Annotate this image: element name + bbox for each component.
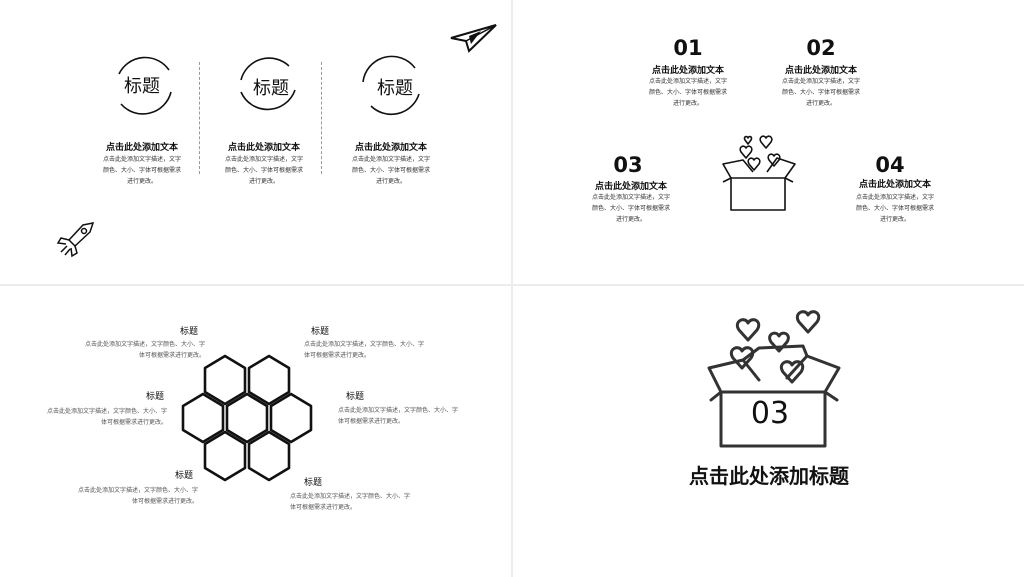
item-description: 点击此处添加文字描述，文字颜色、大小、字体可根据需求进行更改。 xyxy=(855,194,934,223)
slide-three-columns[interactable]: 标题 点击此处添加文本 点击此处添加文字描述，文字颜色、大小、字体可根据需求进行… xyxy=(0,0,511,284)
column-heading: 点击此处添加文本 xyxy=(354,143,427,153)
item-description: 点击此处添加文字描述，文字颜色、大小、字体可根据需求进行更改。 xyxy=(781,78,860,107)
hex-item-title: 标题 xyxy=(180,327,199,337)
hex-item-description: 点击此处添加文字描述，文字颜色、大小、字体可根据需求进行更改。 xyxy=(46,408,167,426)
hex-item-title: 标题 xyxy=(175,471,194,481)
hex-item-title: 标题 xyxy=(146,392,165,402)
column-description: 点击此处添加文字描述，文字颜色、大小、字体可根据需求进行更改。 xyxy=(102,156,181,185)
item-heading: 点击此处添加文本 xyxy=(594,182,667,192)
rocket-icon xyxy=(56,222,95,258)
item-number: 03 xyxy=(613,153,643,177)
hex-item-description: 点击此处添加文字描述，文字颜色、大小、字体可根据需求进行更改。 xyxy=(338,407,459,425)
column-title: 标题 xyxy=(377,78,413,99)
slide-hexagons[interactable]: 标题 点击此处添加文字描述，文字颜色、大小、字体可根据需求进行更改。 标题 点击… xyxy=(0,286,511,577)
heart-box-icon xyxy=(722,135,796,211)
item-number: 04 xyxy=(875,153,905,177)
hexagon-cluster-icon xyxy=(181,354,313,482)
item-description: 点击此处添加文字描述，文字颜色、大小、字体可根据需求进行更改。 xyxy=(648,78,727,107)
title-circle-icon xyxy=(118,56,172,115)
column-title: 标题 xyxy=(253,78,289,99)
hex-item-description: 点击此处添加文字描述，文字颜色、大小、字体可根据需求进行更改。 xyxy=(77,487,198,505)
column-description: 点击此处添加文字描述，文字颜色、大小、字体可根据需求进行更改。 xyxy=(224,156,303,185)
slide-four-numbers[interactable]: 01 点击此处添加文本 点击此处添加文字描述，文字颜色、大小、字体可根据需求进行… xyxy=(513,0,1024,284)
title-circle-icon xyxy=(240,57,296,111)
item-number: 01 xyxy=(673,36,703,60)
title-circle-icon xyxy=(362,55,420,116)
item-heading: 点击此处添加文本 xyxy=(784,66,857,76)
divider xyxy=(321,62,322,174)
section-title: 点击此处添加标题 xyxy=(689,464,849,488)
divider xyxy=(199,62,200,174)
hex-item-title: 标题 xyxy=(304,478,323,488)
hex-item-description: 点击此处添加文字描述，文字颜色、大小、字体可根据需求进行更改。 xyxy=(84,341,205,359)
slide-section-title[interactable]: 03 点击此处添加标题 xyxy=(513,286,1024,577)
paper-plane-icon xyxy=(450,24,497,53)
hex-item-description: 点击此处添加文字描述，文字颜色、大小、字体可根据需求进行更改。 xyxy=(290,493,411,511)
item-description: 点击此处添加文字描述，文字颜色、大小、字体可根据需求进行更改。 xyxy=(591,194,670,223)
hex-item-title: 标题 xyxy=(311,327,330,337)
heart-box-icon xyxy=(707,310,841,448)
column-heading: 点击此处添加文本 xyxy=(105,143,178,153)
item-heading: 点击此处添加文本 xyxy=(651,66,724,76)
column-heading: 点击此处添加文本 xyxy=(227,143,300,153)
section-number: 03 xyxy=(750,396,790,431)
item-number: 02 xyxy=(806,36,836,60)
hex-item-description: 点击此处添加文字描述，文字颜色、大小、字体可根据需求进行更改。 xyxy=(304,341,425,359)
column-title: 标题 xyxy=(124,76,160,97)
hex-item-title: 标题 xyxy=(346,392,365,402)
item-heading: 点击此处添加文本 xyxy=(858,180,931,190)
column-description: 点击此处添加文字描述，文字颜色、大小、字体可根据需求进行更改。 xyxy=(351,156,430,185)
